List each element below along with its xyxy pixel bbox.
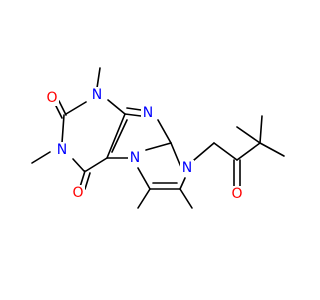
bond-c4a-c8a: [106, 113, 126, 159]
molecule-structure-diagram: O N N N N N O O: [31, 67, 285, 209]
atom-oxygen: O: [71, 185, 85, 201]
atom-o3-label: O: [231, 186, 242, 202]
bond-npyr-c9a: [145, 142, 172, 151]
bond-n1-methyl: [96, 67, 101, 89]
atom-n1-label: N: [92, 87, 102, 103]
atom-o2-label: O: [72, 185, 83, 201]
atom-nim1-label: N: [143, 105, 153, 121]
bond-c8a-n-top-a: [124, 113, 142, 117]
bond-c4-c4a: [85, 157, 108, 172]
bond-c4a-c8a-inner: [111, 119, 128, 153]
bond-c6-methyl: [137, 188, 151, 209]
bond-c2-n3: [61, 114, 65, 144]
bond-c2-n1: [65, 101, 87, 115]
bond-c9a-nright: [170, 142, 182, 168]
bond-c4-o-double-a: [79, 170, 86, 188]
atom-nim2-label: N: [182, 160, 192, 176]
bond-c2-o-double-a: [58, 100, 67, 116]
bond-tbutyl-methyl-3: [259, 142, 285, 157]
bond-n3-c4: [72, 158, 85, 172]
atom-nitrogen: N: [128, 150, 142, 166]
bond-ch2-carbonyl: [213, 142, 238, 161]
bond-tbutyl-methyl-1: [236, 126, 261, 144]
bond-nright-ch2: [193, 142, 215, 161]
atom-o1-label: O: [46, 90, 57, 106]
atom-nitrogen: N: [90, 87, 104, 103]
structure-canvas: O N N N N N O O: [31, 67, 285, 209]
atom-nitrogen: N: [141, 105, 155, 121]
atom-nitrogen: N: [180, 160, 194, 176]
atom-layer: O N N N N N O O: [45, 87, 244, 202]
bond-carbonyl-tbutyl: [236, 142, 261, 161]
bond-c4-o-double-b: [84, 172, 91, 190]
bond-c7-nright: [179, 177, 186, 190]
atom-n3-label: N: [57, 142, 67, 158]
bond-ntop-c9a: [157, 119, 172, 144]
atom-oxygen: O: [45, 90, 59, 106]
bond-c8a-n-top-b: [126, 107, 142, 111]
bond-c7-methyl: [179, 188, 193, 209]
bond-tbutyl-methyl-2: [259, 115, 263, 144]
atom-npyr-label: N: [130, 150, 140, 166]
bond-c2-o-double-b: [54, 103, 63, 119]
bond-n3-methyl: [31, 151, 51, 164]
atom-oxygen: O: [230, 186, 244, 202]
bond-layer: [31, 67, 285, 209]
atom-nitrogen: N: [55, 142, 69, 158]
bond-n1-c8a: [107, 99, 126, 115]
bond-npyr-c6: [137, 167, 151, 190]
